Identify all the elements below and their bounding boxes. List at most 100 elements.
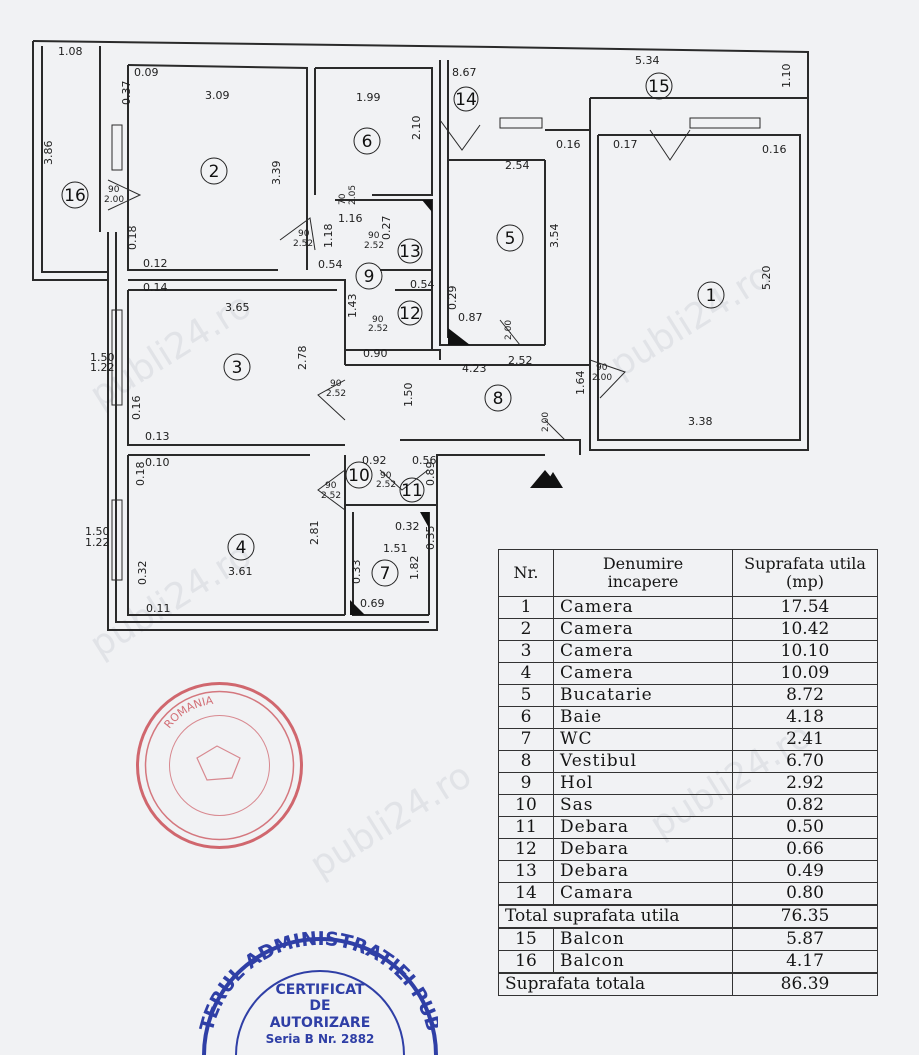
dimension-label: 0.13	[145, 430, 170, 443]
dimension-label: 1.18	[322, 224, 335, 249]
dimension-label: 3.61	[228, 565, 253, 578]
dimension-label: 4.23	[462, 362, 487, 375]
row-area: 0.49	[732, 860, 878, 883]
door-label: 90	[325, 481, 337, 491]
row-name: Camera	[553, 640, 733, 663]
row-area: 4.17	[732, 950, 878, 974]
door-label: 2.00	[104, 195, 124, 205]
row-area: 0.80	[732, 882, 878, 906]
dimension-label: 1.50	[402, 383, 415, 408]
row-name: Sas	[553, 794, 733, 817]
row-name: Bucatarie	[553, 684, 733, 707]
door-label: 2.52	[293, 239, 313, 249]
room-number: 9	[364, 267, 375, 287]
row-area: 10.42	[732, 618, 878, 641]
row-area: 4.18	[732, 706, 878, 729]
door-label: 90	[596, 363, 608, 373]
dimension-label: 3.86	[42, 141, 55, 166]
grand-total-label: Suprafata totala	[498, 972, 733, 996]
row-area: 0.66	[732, 838, 878, 861]
row-nr: 6	[498, 706, 554, 729]
dimension-label: 2.78	[296, 346, 309, 371]
room-number: 2	[209, 162, 220, 182]
dimension-label: 0.90	[363, 347, 388, 360]
dimension-label: 1.82	[408, 556, 421, 581]
header-nr: Nr.	[498, 549, 554, 597]
row-nr: 13	[498, 860, 554, 883]
dimension-label: 3.38	[688, 415, 713, 428]
door-label: 90	[372, 315, 384, 325]
dimension-label: 0.17	[613, 138, 638, 151]
room-number: 14	[455, 90, 477, 110]
door-label: 90	[368, 231, 380, 241]
dimension-label: 3.09	[205, 89, 230, 102]
door-label: 2.00	[504, 320, 514, 340]
dimension-label: 0.37	[120, 81, 133, 106]
door-label: 2.52	[326, 389, 346, 399]
dimension-label: 1.64	[574, 371, 587, 396]
total-label: Total suprafata utila	[498, 904, 733, 929]
row-nr: 4	[498, 662, 554, 685]
dimension-label: 3.54	[548, 224, 561, 249]
door-label: 90	[108, 185, 120, 195]
room-number: 5	[505, 229, 516, 249]
dimension-label: 1.99	[356, 91, 381, 104]
row-name: Balcon	[553, 950, 733, 974]
blue-stamp-line3: AUTORIZARE	[270, 1015, 371, 1031]
blue-stamp-line4: Seria B Nr. 2882	[266, 1032, 375, 1046]
grand-total-value: 86.39	[732, 972, 878, 996]
row-area: 2.92	[732, 772, 878, 795]
room-number: 4	[236, 538, 247, 558]
dimension-label: 8.67	[452, 66, 477, 79]
row-name: WC	[553, 728, 733, 751]
header-area-line1: Suprafata utila	[744, 554, 866, 573]
dimension-label: 2.54	[505, 159, 530, 172]
room-number: 1	[706, 286, 717, 306]
row-nr: 16	[498, 950, 554, 974]
room-number: 11	[401, 481, 423, 501]
dimension-label: 0.18	[134, 462, 147, 487]
dimension-label: 1.22	[85, 536, 110, 549]
dimension-label: 3.65	[225, 301, 250, 314]
header-name-line1: Denumire	[602, 554, 684, 573]
header-name: Denumire incapere	[553, 549, 733, 597]
row-area: 0.50	[732, 816, 878, 839]
dimension-label: 0.10	[145, 456, 170, 469]
row-nr: 1	[498, 596, 554, 619]
row-nr: 5	[498, 684, 554, 707]
room-number: 15	[648, 77, 670, 97]
dimension-label: 0.33	[350, 560, 363, 585]
dimension-label: 0.09	[134, 66, 159, 79]
row-area: 17.54	[732, 596, 878, 619]
room-number: 13	[399, 242, 421, 262]
dimension-label: 1.22	[90, 361, 115, 374]
door-label: 2.00	[592, 373, 612, 383]
dimension-label: 1.50	[90, 351, 115, 364]
door-label: 2.52	[321, 491, 341, 501]
row-name: Baie	[553, 706, 733, 729]
floor-plan: 1 2 3 4 5 6 7 8 9 10 11 12 13 14 15 16 1…	[32, 40, 809, 631]
row-name: Debara	[553, 816, 733, 839]
dimension-label: 5.34	[635, 54, 660, 67]
row-name: Balcon	[553, 927, 733, 951]
table-header-row: Nr. Denumire incapere Suprafata utila (m…	[498, 549, 878, 597]
dimension-label: 5.20	[760, 266, 773, 291]
room-number: 3	[232, 358, 243, 378]
dimension-label: 0.18	[126, 226, 139, 251]
door-label: 2.05	[348, 185, 358, 205]
room-number: 6	[362, 132, 373, 152]
dimension-label: 0.69	[360, 597, 385, 610]
dimension-label: 0.92	[362, 454, 387, 467]
door-label: 2.52	[376, 480, 396, 490]
entrance-arrow-icon	[543, 472, 563, 488]
watermark: publi24.ro	[302, 754, 479, 887]
blue-stamp: TERUL ADMINISTRATIEI PUB CERTIFICAT DE A…	[198, 928, 438, 1055]
